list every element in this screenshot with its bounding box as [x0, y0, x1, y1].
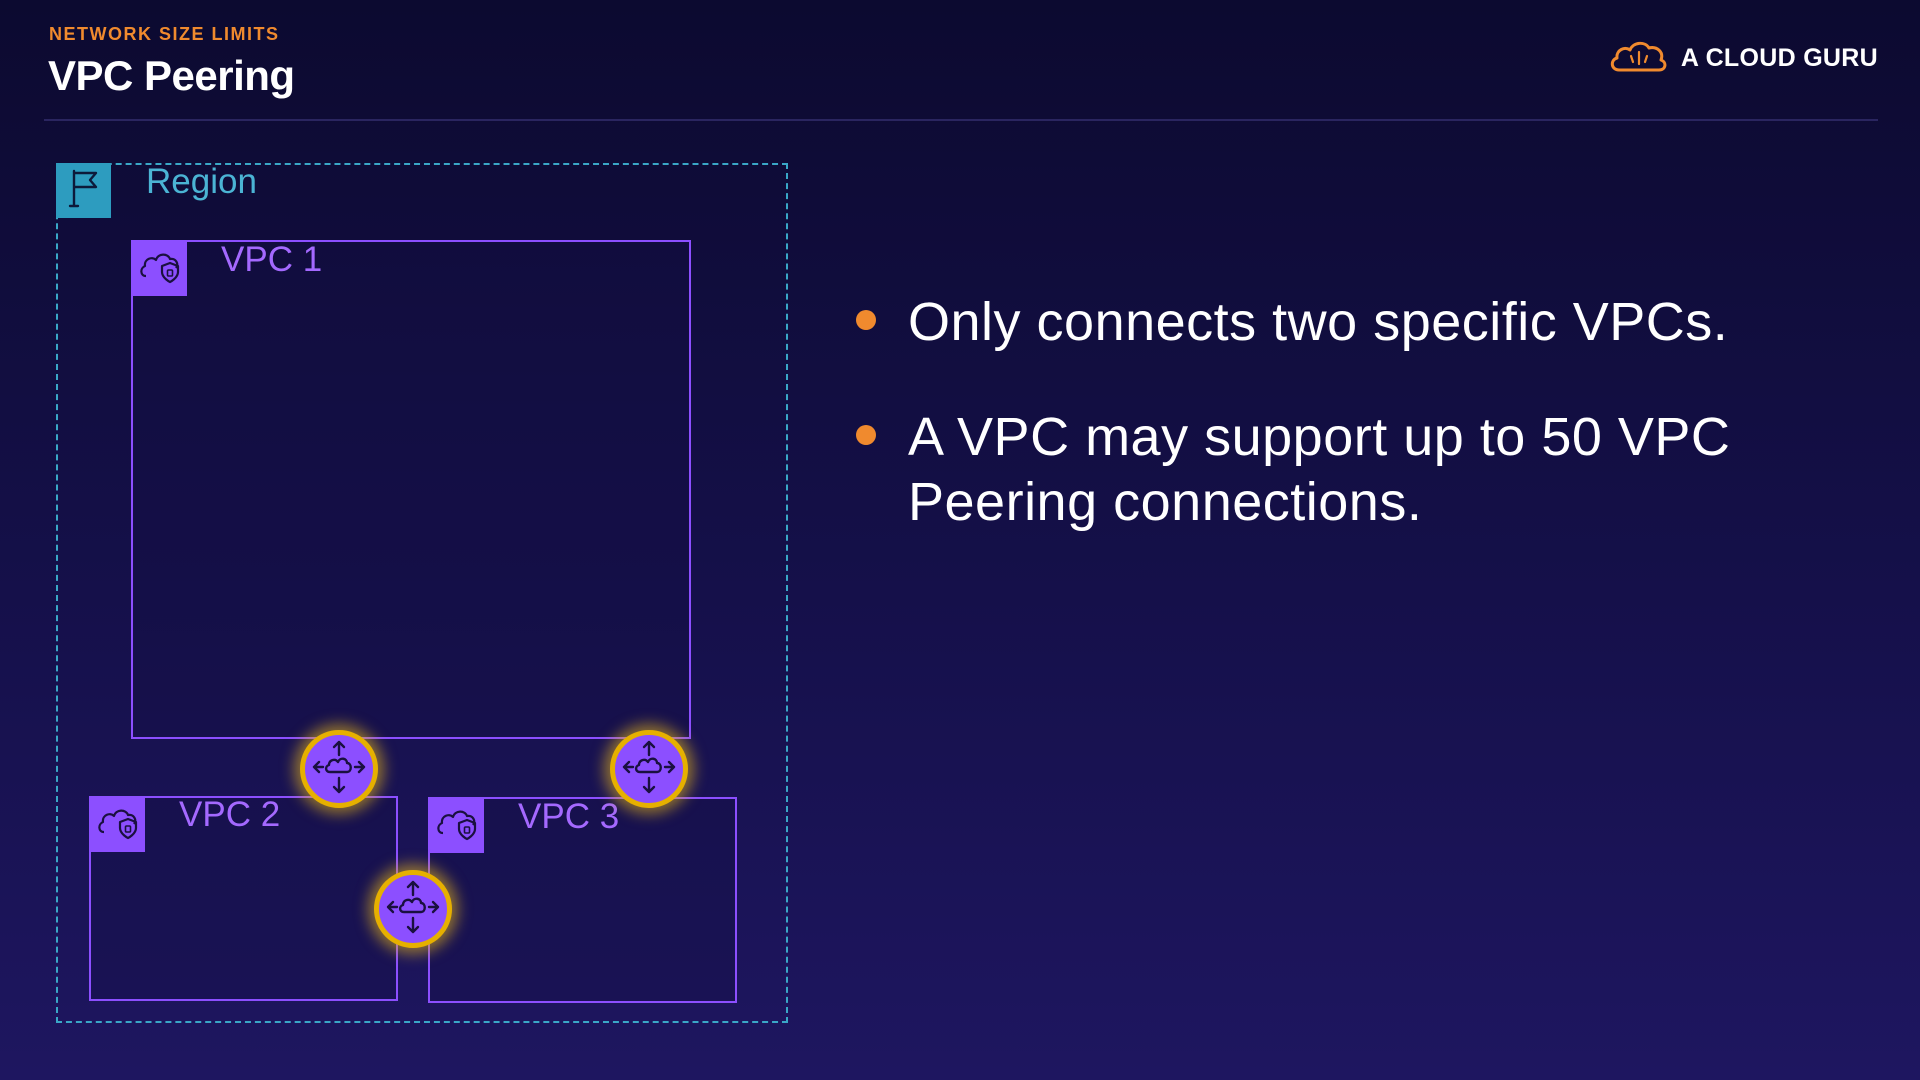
peering-connection-vpc2-vpc3 [374, 870, 452, 948]
vpc-2-badge [89, 796, 145, 852]
bullet-text: Only connects two specific VPCs. [908, 292, 1729, 352]
vpc-1-label: VPC 1 [221, 240, 323, 279]
peering-connection-icon [310, 738, 368, 801]
region-label: Region [146, 162, 257, 201]
section-kicker: NETWORK SIZE LIMITS [49, 24, 280, 44]
vpc-2-label: VPC 2 [179, 795, 281, 834]
vpc-3-label: VPC 3 [518, 797, 620, 836]
flag-icon [66, 168, 102, 213]
page-title: VPC Peering [48, 52, 295, 99]
vpc-1-badge [131, 240, 187, 296]
brand-logo: A CLOUD GURU [1607, 36, 1878, 81]
peering-connection-icon [620, 738, 678, 801]
bullet-dot [856, 310, 876, 330]
vpc-1-box [131, 240, 691, 739]
brand-name: A CLOUD GURU [1680, 44, 1878, 72]
region-boundary [56, 163, 788, 1023]
cloud-shield-icon [435, 805, 477, 846]
peering-connection-vpc1-vpc2 [300, 730, 378, 808]
header-divider [44, 119, 1878, 121]
cloud-logo-icon [1607, 36, 1669, 81]
bullet-item: Only connects two specific VPCs. [856, 290, 1856, 355]
bullet-dot [856, 425, 876, 445]
bullet-item: A VPC may support up to 50 VPC Peering c… [856, 405, 1856, 535]
bullet-list: Only connects two specific VPCs. A VPC m… [856, 290, 1856, 585]
peering-connection-vpc1-vpc3 [610, 730, 688, 808]
cloud-shield-icon [96, 804, 138, 845]
peering-connection-icon [384, 878, 442, 941]
vpc-3-badge [428, 797, 484, 853]
region-flag-badge [56, 163, 111, 218]
bullet-text: A VPC may support up to 50 VPC Peering c… [908, 407, 1731, 532]
cloud-shield-icon [138, 248, 180, 289]
